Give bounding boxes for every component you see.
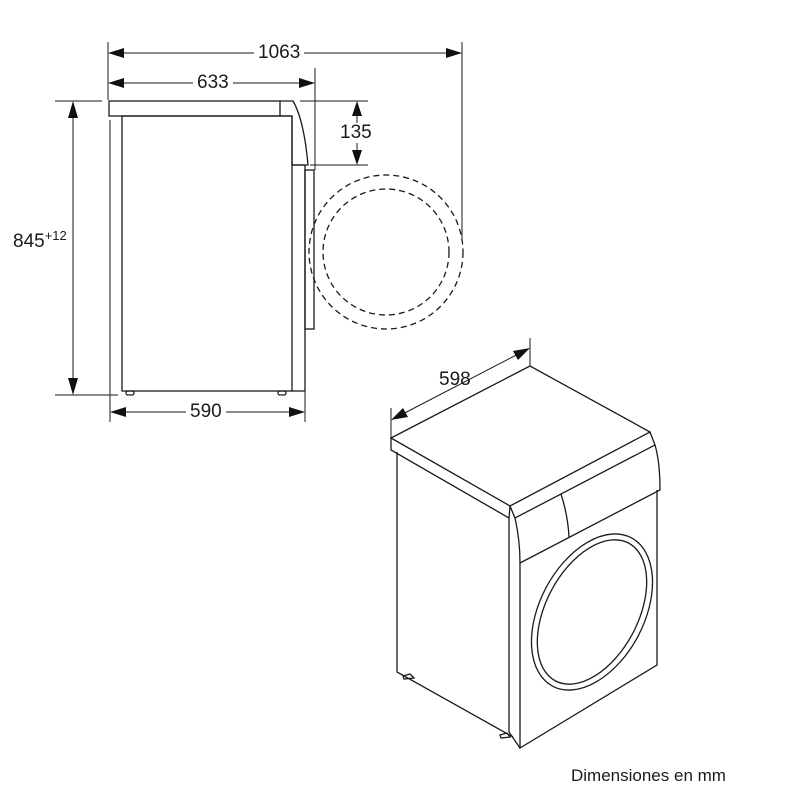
door-outer-ring	[530, 533, 654, 691]
height-tolerance: +12	[44, 228, 67, 243]
arrow-right-icon	[446, 48, 462, 58]
foot-rear	[125, 390, 135, 396]
arrow-up-icon	[352, 101, 362, 116]
worktop-front-edge	[509, 431, 656, 519]
control-panel-side	[280, 100, 309, 166]
iso-view	[389, 338, 661, 750]
arrow-right-icon	[299, 78, 315, 88]
front-bottom-corner	[508, 731, 521, 749]
arrow-right-icon	[289, 407, 305, 417]
door-swing-outer	[308, 174, 464, 330]
control-panel-divider	[560, 493, 570, 538]
arrow-left-icon	[108, 48, 124, 58]
arrow-left-icon	[110, 407, 126, 417]
arrow-right-icon	[513, 348, 530, 360]
foot-front-iso	[499, 732, 512, 739]
foot-rear-iso	[402, 673, 416, 680]
foot-front	[277, 390, 287, 396]
dim-label-598: 598	[439, 369, 471, 390]
dim-label-633: 633	[193, 73, 233, 93]
dim-label-590: 590	[186, 402, 226, 422]
control-panel-front	[514, 444, 661, 565]
height-value: 845	[13, 231, 45, 252]
side-view	[55, 42, 464, 422]
arrow-up-icon	[68, 101, 78, 118]
worktop-top	[389, 365, 652, 507]
dim-label-135: 135	[336, 123, 376, 143]
worktop-left-edge	[390, 438, 511, 520]
dim-line-598	[394, 349, 527, 419]
arrow-down-icon	[352, 150, 362, 165]
front-panel	[519, 490, 658, 750]
door-closed-side	[304, 169, 315, 330]
dim-label-845: 845+12	[12, 226, 68, 252]
arrow-left-icon	[108, 78, 124, 88]
door-inner-ring	[536, 539, 648, 685]
arrow-down-icon	[68, 378, 78, 395]
dim-label-1063: 1063	[254, 43, 305, 63]
arrow-left-icon	[391, 408, 408, 420]
left-side-panel	[396, 452, 514, 738]
worktop-side	[108, 100, 281, 117]
units-caption: Dimensiones en mm	[571, 766, 726, 785]
body-side	[121, 115, 293, 392]
door-swing-inner	[322, 188, 450, 316]
